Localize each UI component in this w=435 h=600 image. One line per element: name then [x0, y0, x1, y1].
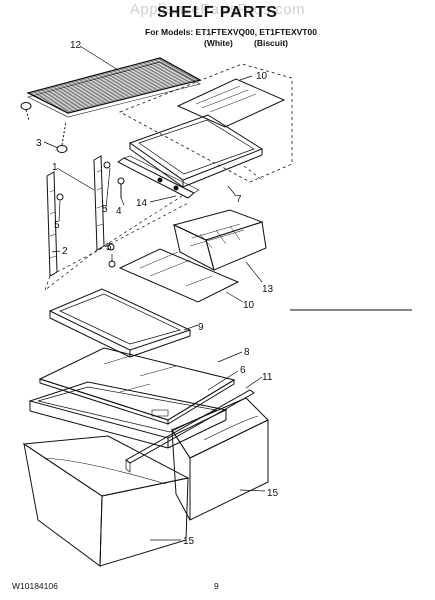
document-number: W10184106 [12, 581, 58, 591]
page-title: SHELF PARTS [157, 4, 278, 21]
callout-10-upper: 10 [256, 71, 268, 82]
callout-14: 14 [136, 198, 148, 209]
callout-5-lower: 5 [106, 242, 112, 253]
shelf-end-cap-part-3 [20, 102, 68, 153]
callout-labels: 12 10 3 1 5 14 4 7 5 2 5 13 10 9 8 6 11 … [36, 40, 279, 547]
shelf-rail-part-14 [117, 155, 200, 199]
callout-7: 7 [236, 194, 242, 205]
variant-white: (White) [204, 38, 233, 48]
shelf-frame-part-9 [48, 288, 192, 358]
callout-2: 2 [62, 246, 68, 257]
callout-leaders [43, 45, 266, 541]
callout-8: 8 [244, 347, 250, 358]
glass-shelf-part-10-middle [118, 248, 240, 303]
crisper-drawer-part-15-left [22, 435, 190, 567]
callout-3: 3 [36, 138, 42, 149]
callout-5-left: 5 [54, 220, 60, 231]
callout-9: 9 [198, 322, 204, 333]
meat-keeper-part-13 [172, 209, 267, 271]
wire-shelf-part-12 [26, 57, 202, 118]
callout-15-right: 15 [267, 488, 279, 499]
crisper-cover-part-6 [28, 381, 228, 449]
screw-part-4 [117, 177, 125, 198]
callout-4: 4 [116, 206, 122, 217]
shelf-frame-part-7 [128, 114, 264, 188]
callout-11: 11 [262, 372, 273, 383]
page-number: 9 [214, 581, 219, 591]
shelf-support-rail-part-1 [93, 155, 105, 251]
callout-13: 13 [262, 284, 274, 295]
variant-biscuit: (Biscuit) [254, 38, 288, 48]
glass-shelf-part-10-upper [119, 63, 293, 183]
drawer-divider-part-11 [125, 389, 255, 473]
models-line: For Models: ET1FTEXVQ00, ET1FTEXVT00 [145, 27, 317, 37]
assembly-guide-lines [44, 165, 263, 291]
callout-10-middle: 10 [243, 300, 255, 311]
watermark: AppliancePartsPros.com [129, 1, 306, 18]
callout-6: 6 [240, 365, 246, 376]
callout-12: 12 [70, 40, 82, 51]
callout-5-upper: 5 [102, 204, 108, 215]
glass-shelf-part-8 [38, 347, 236, 425]
callout-15-left: 15 [183, 536, 195, 547]
crisper-drawer-part-15-right [171, 397, 269, 521]
callout-1: 1 [52, 162, 58, 173]
